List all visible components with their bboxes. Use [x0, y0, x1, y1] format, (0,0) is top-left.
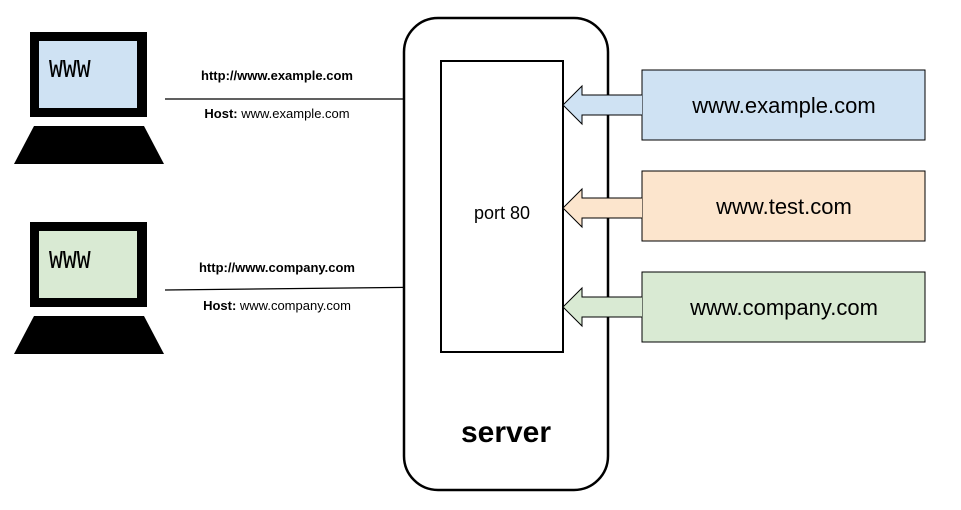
site-name: www.test.com — [715, 194, 852, 219]
host-header-value: www.example.com — [238, 106, 350, 121]
host-header-label: Host: — [203, 298, 236, 313]
client-2: WWW http://www.company.com Host: www.com… — [14, 222, 443, 354]
request-url-1: http://www.example.com — [201, 68, 353, 83]
site-box — [641, 69, 926, 141]
host-header-value: www.company.com — [236, 298, 351, 313]
laptop-base — [14, 126, 164, 164]
host-header-2: Host: www.company.com — [203, 298, 351, 313]
host-header-label: Host: — [204, 106, 237, 121]
server: port 80 server — [402, 16, 610, 492]
host-header-1: Host: www.example.com — [204, 106, 349, 121]
request-url-2: http://www.company.com — [199, 260, 355, 275]
site-name: www.company.com — [689, 295, 878, 320]
client-1: WWW http://www.example.com Host: www.exa… — [14, 32, 443, 164]
port-box — [440, 60, 564, 353]
site-arrow — [562, 84, 642, 126]
site-arrow — [562, 187, 642, 229]
laptop-icon: WWW — [14, 222, 164, 354]
site-box — [641, 271, 926, 343]
site-1: www.example.com — [562, 69, 926, 141]
laptop-icon: WWW — [14, 32, 164, 164]
laptop-base — [14, 316, 164, 354]
laptop-screen-text: WWW — [49, 248, 91, 274]
site-name: www.example.com — [691, 93, 875, 118]
site-3: www.company.com — [562, 271, 926, 343]
site-2: www.test.com — [562, 170, 926, 242]
laptop-screen-text: WWW — [49, 57, 91, 83]
laptop-screen — [39, 231, 137, 298]
site-arrow — [562, 286, 642, 328]
server-label: server — [461, 416, 551, 449]
laptop-screen — [39, 41, 137, 108]
request-arrow-2 — [164, 282, 443, 292]
port-label: port 80 — [474, 203, 530, 223]
